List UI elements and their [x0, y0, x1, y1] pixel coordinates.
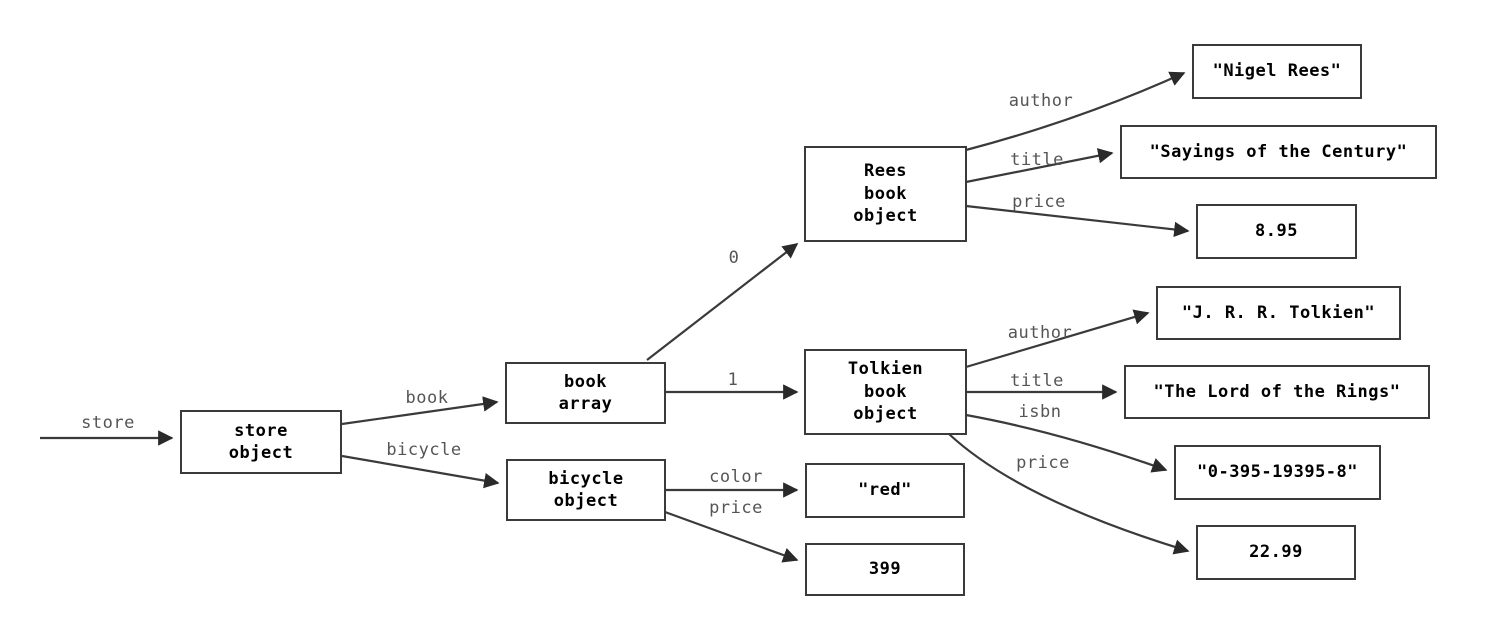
node-tolkien-author-value[interactable]: "J. R. R. Tolkien" — [1156, 286, 1401, 340]
node-rees-line1: Rees — [864, 161, 907, 182]
rees-price-text: 8.95 — [1255, 221, 1298, 242]
node-book-array-line2: array — [558, 394, 613, 414]
edge-bicycle-price — [664, 510, 799, 563]
rees-author-text: "Nigel Rees" — [1212, 61, 1342, 82]
node-store-object[interactable]: store object — [180, 410, 342, 474]
node-rees-title-value[interactable]: "Sayings of the Century" — [1120, 125, 1437, 179]
edge-label-array-index-1: 1 — [727, 370, 739, 390]
node-bicycle-color-value[interactable]: "red" — [805, 463, 965, 518]
node-tolkien-title-value[interactable]: "The Lord of the Rings" — [1124, 365, 1430, 419]
edge-rees-price — [965, 204, 1190, 238]
tolkien-isbn-text: "0-395-19395-8" — [1196, 462, 1359, 483]
edge-rees-title — [965, 148, 1114, 184]
tolkien-author-text: "J. R. R. Tolkien" — [1181, 302, 1376, 323]
node-store-line2: object — [228, 443, 294, 463]
edge-label-bicycle-color: color — [709, 467, 763, 487]
node-rees-author-value[interactable]: "Nigel Rees" — [1192, 44, 1362, 99]
node-bicycle-line2: object — [553, 491, 619, 511]
edge-store-book — [341, 396, 499, 426]
node-tolkien-line3: object — [853, 404, 918, 425]
rees-title-text: "Sayings of the Century" — [1149, 141, 1408, 162]
node-store-line1: store — [234, 420, 288, 441]
bicycle-price-text: 399 — [868, 559, 902, 580]
node-rees-line2: book — [864, 183, 907, 204]
edge-rees-author — [965, 71, 1186, 152]
node-bicycle-price-value[interactable]: 399 — [805, 543, 965, 596]
node-tolkien-line1: Tolkien — [847, 359, 924, 380]
node-tolkien-price-value[interactable]: 22.99 — [1196, 525, 1356, 580]
edge-label-rees-author: author — [1008, 91, 1074, 111]
edge-store-bicycle — [341, 454, 500, 489]
edge-label-tolkien-isbn: isbn — [1018, 402, 1062, 422]
edge-label-tolkien-price: price — [1016, 453, 1070, 473]
edge-label-tolkien-author: author — [1007, 323, 1073, 343]
node-rees-price-value[interactable]: 8.95 — [1196, 204, 1357, 259]
edge-label-entry-store: store — [81, 413, 135, 433]
node-book-array[interactable]: book array — [505, 362, 666, 424]
node-rees-book-object[interactable]: Rees book object — [804, 146, 967, 242]
node-bicycle-object[interactable]: bicycle object — [506, 459, 666, 521]
edge-label-store-book: book — [405, 388, 449, 408]
edge-tolkien-author — [965, 309, 1150, 369]
node-tolkien-book-object[interactable]: Tolkien book object — [804, 349, 967, 435]
bicycle-color-text: "red" — [858, 480, 912, 501]
edge-label-rees-title: title — [1010, 150, 1064, 170]
node-tolkien-line2: book — [864, 381, 907, 402]
tolkien-price-text: 22.99 — [1249, 542, 1303, 563]
edge-label-array-index-0: 0 — [728, 248, 740, 268]
edge-tolkien-price — [948, 433, 1190, 555]
tolkien-title-text: "The Lord of the Rings" — [1153, 381, 1401, 402]
edge-array-rees — [646, 243, 799, 361]
node-rees-line3: object — [853, 206, 918, 227]
edge-label-bicycle-price: price — [709, 498, 763, 518]
edge-label-store-bicycle: bicycle — [386, 440, 462, 460]
node-bicycle-line1: bicycle — [548, 468, 624, 489]
edge-label-rees-price: price — [1012, 192, 1066, 212]
edge-label-tolkien-title: title — [1010, 371, 1064, 391]
node-book-array-line1: book — [564, 371, 607, 392]
node-tolkien-isbn-value[interactable]: "0-395-19395-8" — [1174, 445, 1381, 500]
edge-tolkien-isbn — [965, 413, 1168, 473]
